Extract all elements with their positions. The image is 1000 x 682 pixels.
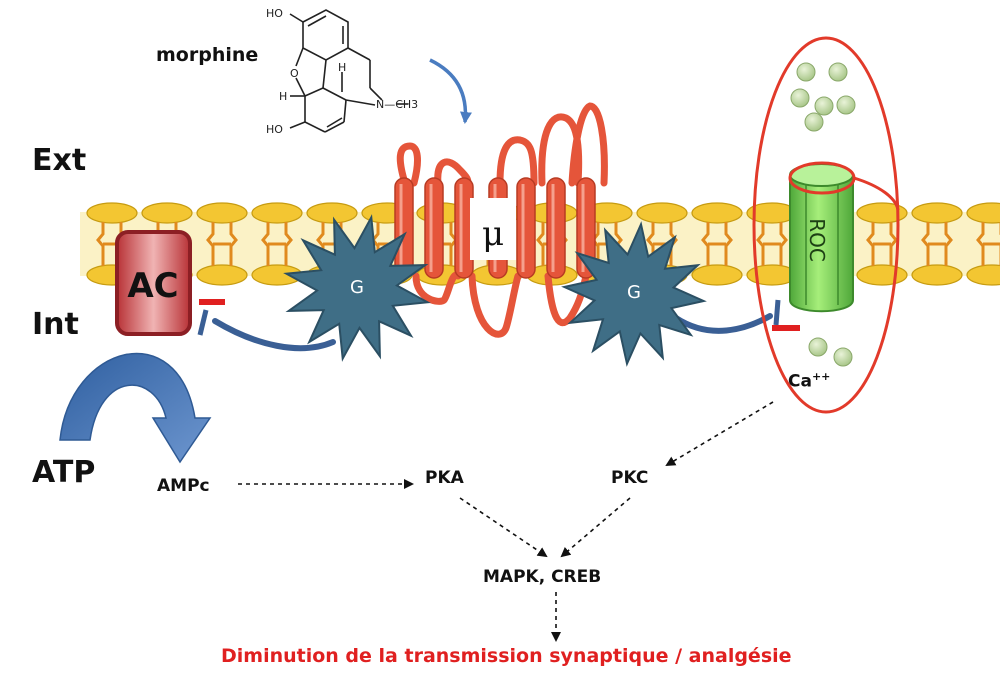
atom-ho-top: HO <box>266 7 283 20</box>
phospholipid <box>966 202 1000 286</box>
calcium-ion <box>804 112 824 132</box>
outcome-label: Diminution de la transmission synaptique… <box>221 645 792 667</box>
phospholipid <box>691 202 743 286</box>
intracellular-label: Int <box>32 307 79 342</box>
g-to-roc-inhibition-line <box>673 313 773 334</box>
calcium-ion <box>814 96 834 116</box>
calcium-symbol: Ca <box>788 371 812 392</box>
g-protein-left: G <box>283 214 431 362</box>
morphine-binding-arrow <box>429 58 472 124</box>
atom-h-top: H <box>338 61 346 74</box>
ring-bond-8 <box>324 121 345 133</box>
calcium-ions <box>790 62 856 367</box>
phospholipid <box>911 202 963 286</box>
ring-bond-1 <box>347 47 371 61</box>
mu-label-box <box>470 198 516 260</box>
ca-to-pkc-arrow <box>665 401 774 467</box>
atom-n-ch3: N—CH3 <box>376 98 418 111</box>
ac-box <box>115 230 192 336</box>
pkc-label: PKC <box>611 468 649 488</box>
phospholipid <box>196 202 248 286</box>
extracellular-label: Ext <box>32 143 87 178</box>
morphine-structure <box>289 9 408 133</box>
ac-minus-sign <box>199 299 225 305</box>
ac-label: AC <box>127 266 178 306</box>
atom-h-left: H <box>279 90 287 103</box>
morphine-label: morphine <box>156 44 259 66</box>
transmembrane-helix <box>516 177 536 279</box>
mu-opioid-receptor: μ <box>394 102 608 338</box>
roc-inhibition-bar <box>773 299 781 326</box>
ring-bond-3 <box>322 87 347 101</box>
pka-label: PKA <box>425 468 464 488</box>
phospholipid <box>746 202 798 286</box>
inhibition-arrows <box>197 299 800 352</box>
g-to-ac-inhibition-line <box>212 318 336 352</box>
transmembrane-helix <box>546 177 566 279</box>
transmembrane-helix <box>424 177 444 279</box>
receptor-extracellular-loops <box>396 102 608 187</box>
ring-double-bond <box>326 117 343 128</box>
ring-bond-7 <box>304 121 326 133</box>
ring-bond-5 <box>304 87 324 97</box>
calcium-label: Ca++ <box>788 370 830 392</box>
ampc-label: AMPc <box>157 476 210 496</box>
calcium-ion <box>796 62 816 82</box>
morphine-atom-labels: HO O H H N—CH3 HO <box>266 7 418 136</box>
ca-channel-highlight-ellipse <box>752 36 900 414</box>
atom-o: O <box>290 67 299 80</box>
calcium-ion <box>790 88 810 108</box>
cell-membrane <box>80 202 1000 286</box>
ether-bond-2 <box>295 77 306 97</box>
ac-inhibition-bar <box>197 309 209 336</box>
atp-label: ATP <box>32 455 96 490</box>
aromatic-double-bond-1 <box>307 15 327 27</box>
transmembrane-helix <box>394 177 414 279</box>
aromatic-ring <box>302 9 349 61</box>
ring-bond-4 <box>345 99 376 106</box>
g-protein-left-shape <box>283 214 431 362</box>
n-bond <box>369 87 383 101</box>
ho-bond-top <box>289 13 304 23</box>
calcium-ion <box>828 62 848 82</box>
calcium-ion <box>808 337 828 357</box>
ether-bond-1 <box>295 47 304 67</box>
g-protein-right: G <box>561 221 707 367</box>
bridge-bond <box>322 59 327 89</box>
calcium-ion <box>833 347 853 367</box>
g-protein-right-label: G <box>627 282 641 303</box>
ring-bond-9 <box>343 99 347 123</box>
adenylate-cyclase: AC <box>115 230 192 336</box>
roc-calcium-channel: ROC <box>788 161 900 313</box>
calcium-ion <box>836 95 856 115</box>
phospholipid <box>86 202 138 286</box>
g-protein-left-label: G <box>350 277 364 298</box>
phospholipid <box>251 202 303 286</box>
pkc-to-mapk-arrow <box>560 497 631 558</box>
g-protein-right-shape <box>561 221 707 367</box>
mu-label: μ <box>482 214 504 254</box>
pka-to-mapk-arrow <box>459 497 548 558</box>
calcium-charge: ++ <box>811 370 831 383</box>
atom-ho-bottom: HO <box>266 123 283 136</box>
ho-bond-bottom <box>289 121 306 129</box>
roc-minus-sign <box>772 325 800 331</box>
mapk-creb-label: MAPK, CREB <box>483 567 602 587</box>
atp-to-ampc-arrow <box>59 352 212 464</box>
roc-label: ROC <box>805 218 829 262</box>
signaling-arrows <box>238 401 774 642</box>
